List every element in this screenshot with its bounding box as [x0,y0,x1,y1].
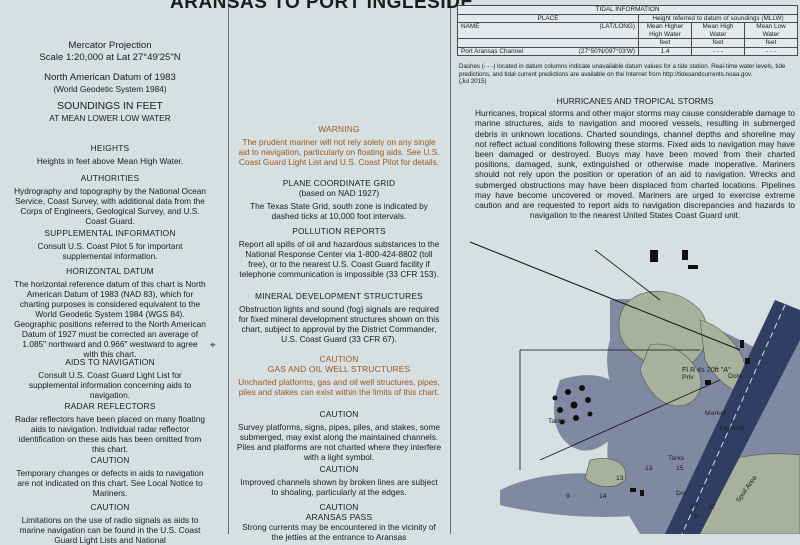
depth-13b: 13 [616,475,624,482]
tidal-unit-3: feet [744,38,798,48]
aransas-caution-heading: CAUTION [319,502,359,512]
depth-13a: 13 [645,465,653,472]
radar-heading: RADAR REFLECTORS [64,401,156,411]
tanks-label: Tanks [548,418,566,425]
datum: North American Datum of 1983 [44,72,176,83]
improved-body: Improved channels shown by broken lines … [240,477,438,497]
depth-6: 6 [694,513,698,520]
tidal-row-mhw: - - - [691,46,745,56]
aids-body: Consult U.S. Coast Guard Light List for … [28,370,192,400]
tidal-place-header: PLACE [457,13,639,23]
warning-body: The prudent mariner will not rely solely… [238,137,440,167]
lighted-label: Lighted) [720,425,745,432]
authorities-body: Hydrography and topography by the Nation… [14,186,206,226]
building-symbols [630,250,750,496]
mineral-body: Obstruction lights and sound (fog) signa… [238,304,440,344]
plane-grid-body: The Texas State Grid, south zone is indi… [250,201,428,221]
aransas-pass-heading: ARANSAS PASS [305,512,373,522]
horizontal-datum-body: The horizontal reference datum of this c… [14,279,206,359]
tanks-label-2: Tarks [668,455,685,462]
depth-16: 16 [690,503,698,510]
tidal-height-ref: Height referred to datum of soundings (M… [638,13,798,23]
pollution-body: Report all spills of oil and hazardous s… [238,239,440,279]
heights-heading: HEIGHTS [90,143,130,153]
aids-heading: AIDS TO NAVIGATION [65,357,155,367]
soundings-sub: AT MEAN LOWER LOW WATER [49,113,171,123]
hurricanes-heading: HURRICANES AND TROPICAL STORMS [556,96,714,106]
caution-temporary-heading: CAUTION [90,455,130,465]
tidal-row-mhhw: 1.4 [638,46,692,56]
chart-map [469,241,800,534]
tidal-unit-1: feet [638,38,692,48]
gas-body: Uncharted platforms, gas and oil well st… [238,377,440,397]
tidal-title: TIDAL INFORMATION [457,5,798,15]
notes-column-1: Mercator Projection Scale 1:20,000 at La… [0,0,220,545]
plane-grid-sub: (based on NAD 1927) [298,188,380,198]
tidal-note: Dashes (- - -) located in datum columns … [459,63,786,86]
notes-column-2: WARNING The prudent mariner will not rel… [232,0,446,542]
caution-temporary-body: Temporary changes or defects in aids to … [16,468,204,498]
pollution-heading: POLLUTION REPORTS [292,226,386,236]
column-divider-1 [228,0,229,534]
horizontal-datum-heading: HORIZONTAL DATUM [66,266,154,276]
tank-symbols [552,385,593,425]
supplemental-body: Consult U.S. Coast Pilot 5 for important… [37,241,183,261]
improved-caution-heading: CAUTION [319,464,359,474]
tidal-unit-2: feet [691,38,745,48]
tidal-col-name: NAME [457,22,553,39]
hurricanes-body: Hurricanes, tropical storms and other ma… [475,108,795,221]
crosshair-mark: ⌖ [210,340,216,351]
datum-sub: (World Geodetic System 1984) [53,83,167,94]
tidal-row-name: Port Aransas Channel [457,46,553,56]
survey-caution-heading: CAUTION [319,409,359,419]
survey-body: Survey platforms, signs, pipes, piles, a… [236,422,442,462]
light-label: Fl R 4s 20ft "A" [682,365,731,374]
land-small [584,458,627,487]
hurricanes-note: HURRICANES AND TROPICAL STORMS Hurricane… [475,96,795,220]
projection: Mercator Projection [68,40,152,51]
column-divider-2 [450,0,451,534]
dol-label: Dol [676,490,687,497]
aransas-body: Strong currents may be encountered in th… [242,522,436,542]
depth-15: 15 [676,465,684,472]
depth-37: 37 [708,504,716,511]
tidal-col-latlong: (LAT/LONG) [552,22,640,39]
supplemental-heading: SUPPLEMENTAL INFORMATION [44,228,176,238]
radar-body: Radar reflectors have been placed on man… [14,414,206,454]
warning-heading: WARNING [318,124,360,134]
authorities-heading: AUTHORITIES [80,173,140,183]
scale: Scale 1:20,000 at Lat 27°49'25"N [39,51,181,63]
soundings: SOUNDINGS IN FEET [57,101,163,112]
plane-grid-heading: PLANE COORDINATE GRID [282,178,396,188]
shipping-channel [665,300,800,534]
gas-caution-heading: CAUTION [319,354,359,364]
tidal-date: (Jul 2015) [459,78,487,86]
priv-label: Priv [682,374,694,381]
tidal-col-mhhw: Mean Higher High Water [638,22,692,39]
caution-radio-heading: CAUTION [90,502,130,512]
depth-9: 9 [566,493,570,500]
heights-body: Heights in feet above Mean High Water. [36,156,184,166]
dols-label: Dols [728,373,742,380]
shoal-area-bottom [500,473,660,517]
tidal-row-mlw: - - - [744,46,798,56]
tidal-col-mlw: Mean Low Water [744,22,798,39]
market-label: Market [705,410,726,417]
depth-14: 14 [599,493,607,500]
gas-structures-heading: GAS AND OIL WELL STRUCTURES [267,364,411,374]
chart-title: ARANSAS TO PORT INGLESIDE [170,0,474,13]
caution-radio-body: Limitations on the use of radio signals … [19,515,201,545]
tidal-row-position: (27°50'N/097°03'W) [552,46,640,56]
tidal-col-mhw: Mean High Water [691,22,745,39]
tidal-information-table: TIDAL INFORMATION PLACE Height referred … [457,5,798,56]
mineral-heading: MINERAL DEVELOPMENT STRUCTURES [255,291,423,301]
